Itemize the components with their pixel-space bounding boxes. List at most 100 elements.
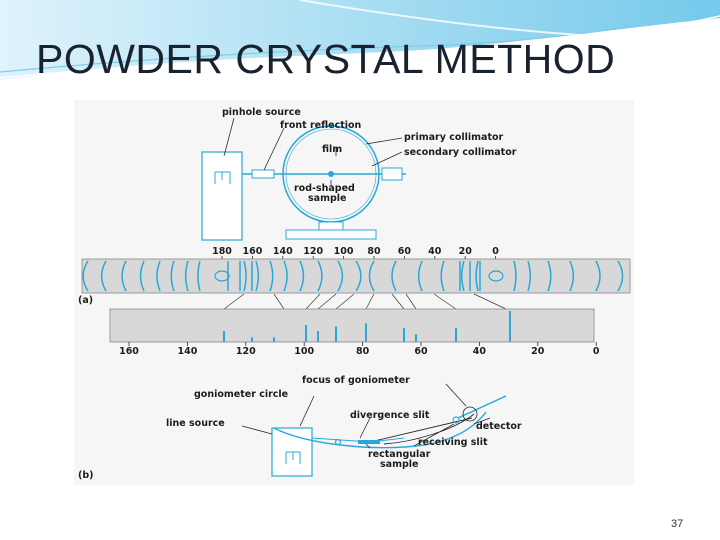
secondary-collimator	[381, 167, 403, 181]
film-ring-arc	[184, 260, 189, 292]
film-ring-arc	[417, 260, 423, 292]
film-strip-arcs	[82, 260, 624, 292]
film-ring-arc	[317, 260, 323, 292]
film-strip-frame	[81, 258, 631, 294]
focus-of-goniometer	[462, 406, 478, 422]
trace-scale-label: 160	[119, 346, 139, 357]
diffractogram-scale: 160 140 120 100 80 60 40 20 0	[119, 342, 600, 357]
film-strip-scale: 180 160 140 120 100 80 60 40 20 0	[212, 246, 499, 260]
film-ring-arc	[82, 260, 89, 292]
slide-number: 37	[671, 518, 684, 530]
film-ring-arc	[460, 260, 465, 292]
film-scale-label: 140	[273, 246, 293, 257]
label-focus-of-goniometer: focus of goniometer	[302, 375, 410, 386]
film-ring-arc	[513, 260, 517, 292]
trace-scale-label: 20	[531, 346, 545, 357]
film-ring-arc	[170, 260, 175, 292]
label-line-source: line source	[166, 418, 225, 429]
pinhole-source-box	[201, 151, 243, 241]
film-ring-arc	[243, 260, 247, 292]
connector-line	[391, 293, 405, 310]
film-front-hole	[488, 270, 504, 282]
header-wave-decoration	[0, 0, 720, 80]
connector-line	[223, 293, 245, 310]
label-detector: detector	[476, 421, 522, 432]
film-ring-arc	[391, 260, 397, 292]
trace-scale-label: 40	[473, 346, 487, 357]
trace-scale-label: 120	[236, 346, 256, 357]
film-ring-arc	[337, 260, 344, 292]
trace-scale-label: 60	[414, 346, 428, 357]
connector-line	[273, 293, 285, 310]
connector-line	[433, 293, 457, 310]
film-ring-arc	[269, 260, 274, 292]
film-scale-label: 100	[334, 246, 354, 257]
connector-line	[335, 293, 355, 310]
label-film: film	[322, 144, 342, 155]
label-rod-shaped: rod-shaped	[294, 183, 355, 194]
label-secondary-collimator: secondary collimator	[404, 147, 517, 158]
connector-line	[405, 293, 417, 310]
connector-line	[317, 293, 337, 310]
debye-scherrer-camera: pinhole source front reflection primary …	[201, 107, 517, 241]
film-ring-arc	[355, 260, 362, 292]
diffraction-peaks	[223, 311, 511, 342]
slide-title: POWDER CRYSTAL METHOD	[36, 36, 616, 82]
film-ring-arc	[100, 260, 107, 292]
label-rectangular: rectangular	[368, 449, 431, 460]
goniometer-circle	[273, 411, 487, 449]
primary-collimator	[251, 169, 275, 179]
film-ring-arc	[156, 260, 161, 292]
connector-line	[305, 293, 321, 310]
label-pinhole-source: pinhole source	[222, 107, 301, 118]
film-ring-arc	[475, 260, 479, 292]
label-divergence-slit: divergence slit	[350, 410, 430, 421]
label-goniometer-circle: goniometer circle	[194, 389, 288, 400]
panel-b-label: (b)	[78, 470, 93, 481]
film-ring-arc	[368, 260, 375, 292]
film-ring-arc	[139, 260, 145, 292]
rod-shaped-sample	[328, 171, 334, 177]
label-rod-sample: sample	[308, 193, 346, 204]
trace-scale-label: 140	[177, 346, 197, 357]
diffractometer: focus of goniometer goniometer circle di…	[78, 375, 522, 481]
diffractogram-frame	[109, 308, 595, 343]
diffractogram: 160 140 120 100 80 60 40 20 0	[109, 308, 600, 357]
film-ring-arc	[283, 260, 288, 292]
film-ring-arc	[121, 260, 127, 292]
film-scale-label: 120	[303, 246, 323, 257]
film-ring-arc	[440, 260, 445, 292]
camera-base	[285, 229, 377, 240]
film-ring-arc	[547, 260, 552, 292]
label-receiving-slit: receiving slit	[418, 437, 488, 448]
powder-diffraction-figure: pinhole source front reflection primary …	[74, 100, 634, 485]
film-scale-label: 180	[212, 246, 232, 257]
film-ring-arc	[569, 260, 575, 292]
connector-line	[365, 293, 375, 310]
film-ring-arc	[527, 260, 532, 292]
label-primary-collimator: primary collimator	[404, 132, 504, 143]
panel-a-label: (a)	[78, 295, 93, 306]
connector-line	[473, 293, 507, 310]
film-back-hole	[214, 270, 230, 282]
film-strip: 180 160 140 120 100 80 60 40 20 0 (a)	[78, 246, 631, 310]
label-rectangular-sample: sample	[380, 459, 418, 470]
film-ring-arc	[595, 260, 601, 292]
trace-scale-label: 80	[356, 346, 370, 357]
film-ring-arc	[255, 260, 260, 292]
film-scale-label: 40	[428, 246, 442, 257]
rectangular-sample	[358, 440, 380, 444]
film-scale-label: 60	[398, 246, 412, 257]
film-scale-label: 0	[492, 246, 499, 257]
label-front-reflection: front reflection	[280, 120, 362, 131]
receiving-slit	[452, 416, 460, 424]
film-scale-label: 160	[242, 246, 262, 257]
detector-arm	[457, 395, 507, 419]
film-ring-arc	[617, 260, 624, 292]
film-scale-label: 20	[459, 246, 473, 257]
film-scale-label: 80	[367, 246, 381, 257]
trace-scale-label: 0	[593, 346, 600, 357]
trace-scale-label: 100	[294, 346, 314, 357]
film-ring-arc	[197, 260, 201, 292]
film-ring-arc	[299, 260, 305, 292]
